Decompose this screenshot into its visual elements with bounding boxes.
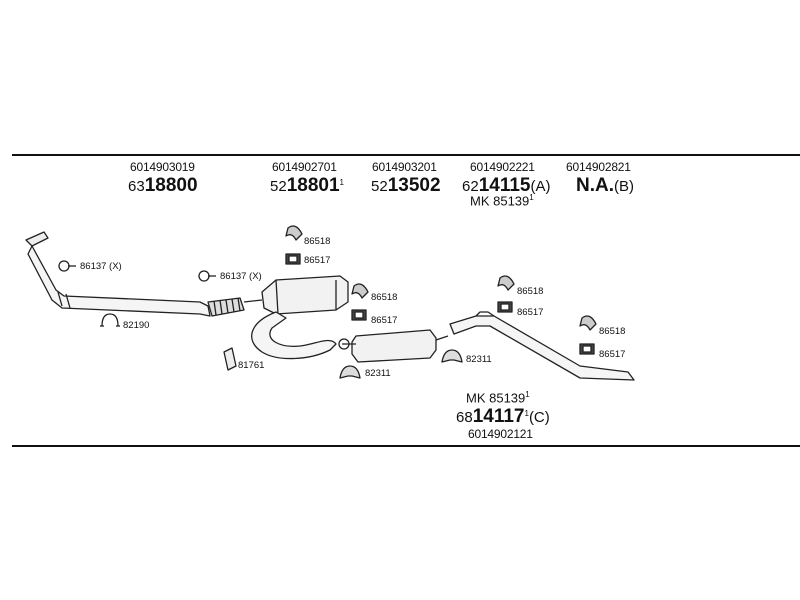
part-number-main: 13502 xyxy=(387,175,441,196)
part-code-2: 6014902701 xyxy=(272,160,337,174)
label-86137-front: 86137 (X) xyxy=(80,261,122,272)
rubber-86517-icon xyxy=(285,253,301,265)
label-86517-c: 86517 xyxy=(517,307,544,318)
flex-pipe-icon xyxy=(207,297,245,317)
part-number-main: 14117 xyxy=(472,406,525,427)
part-number-main: 18800 xyxy=(144,175,198,196)
part-number-4: 6214115(A) xyxy=(462,175,550,197)
part-code-5: 6014902821 xyxy=(566,160,631,174)
rubber-86517-icon xyxy=(351,309,367,321)
part-number-suffix: (C) xyxy=(528,409,550,426)
part-number-prefix: 52 xyxy=(371,178,388,195)
gasket-86137-icon xyxy=(198,270,216,282)
mk-text: MK 85139 xyxy=(470,193,530,209)
top-rule xyxy=(12,154,800,156)
u-pipe-icon xyxy=(251,311,337,360)
part-number-footer: 68141171(C) xyxy=(456,406,550,428)
hanger-86518-icon xyxy=(351,283,369,299)
mk-text: MK 85139 xyxy=(466,390,526,406)
part-number-suffix: (A) xyxy=(530,178,551,195)
bracket-81761-icon xyxy=(223,347,237,371)
label-86518-c: 86518 xyxy=(517,286,544,297)
center-muffler-icon xyxy=(338,329,449,363)
hanger-86518-icon xyxy=(285,225,303,241)
rubber-86517-icon xyxy=(497,301,513,313)
clamp-82311-icon xyxy=(339,365,361,379)
part-number-1: 6318800 xyxy=(128,175,198,197)
label-86518-b: 86518 xyxy=(371,292,398,303)
mk-number-bottom: MK 851391 xyxy=(466,390,530,405)
label-86518-a: 86518 xyxy=(304,236,331,247)
part-number-main: 14115 xyxy=(478,175,531,196)
part-number-2: 52188011 xyxy=(270,175,344,197)
label-82311-a: 82311 xyxy=(365,368,391,379)
part-number-prefix: 62 xyxy=(462,178,479,195)
mk-sup: 1 xyxy=(529,193,534,202)
part-number-prefix: 52 xyxy=(270,178,287,195)
label-82190: 82190 xyxy=(123,320,150,331)
label-86517-a: 86517 xyxy=(304,255,331,266)
part-number-sup: 1 xyxy=(339,178,344,187)
front-muffler-icon xyxy=(243,275,349,315)
part-code-1: 6014903019 xyxy=(130,160,195,174)
label-86517-d: 86517 xyxy=(599,349,626,360)
part-number-prefix: 63 xyxy=(128,178,145,195)
part-code-footer: 6014902121 xyxy=(468,427,533,441)
label-86137-flex: 86137 (X) xyxy=(220,271,262,282)
part-number-main: 18801 xyxy=(286,175,340,196)
clamp-82311-icon xyxy=(441,349,463,363)
label-81761: 81761 xyxy=(238,360,265,371)
front-pipe-icon xyxy=(25,231,211,317)
mk-number-top: MK 851391 xyxy=(470,193,534,208)
part-code-3: 6014903201 xyxy=(372,160,437,174)
label-82311-b: 82311 xyxy=(466,354,492,365)
part-number-3: 5213502 xyxy=(371,175,441,197)
part-number-prefix: 68 xyxy=(456,409,473,426)
gasket-86137-icon xyxy=(58,260,76,272)
hanger-86518-icon xyxy=(579,315,597,331)
bottom-rule xyxy=(12,445,800,447)
label-86518-d: 86518 xyxy=(599,326,626,337)
part-number-sup: 1 xyxy=(524,409,529,418)
mk-sup: 1 xyxy=(525,390,530,399)
rear-pipe-icon xyxy=(449,311,635,381)
clamp-82190-icon xyxy=(100,313,120,327)
hanger-86518-icon xyxy=(497,275,515,291)
part-number-main: N.A. xyxy=(576,175,614,196)
part-code-4: 6014902221 xyxy=(470,160,535,174)
label-86517-b: 86517 xyxy=(371,315,398,326)
rubber-86517-icon xyxy=(579,343,595,355)
part-number-suffix: (B) xyxy=(614,178,634,195)
part-number-5: N.A.(B) xyxy=(576,175,634,197)
